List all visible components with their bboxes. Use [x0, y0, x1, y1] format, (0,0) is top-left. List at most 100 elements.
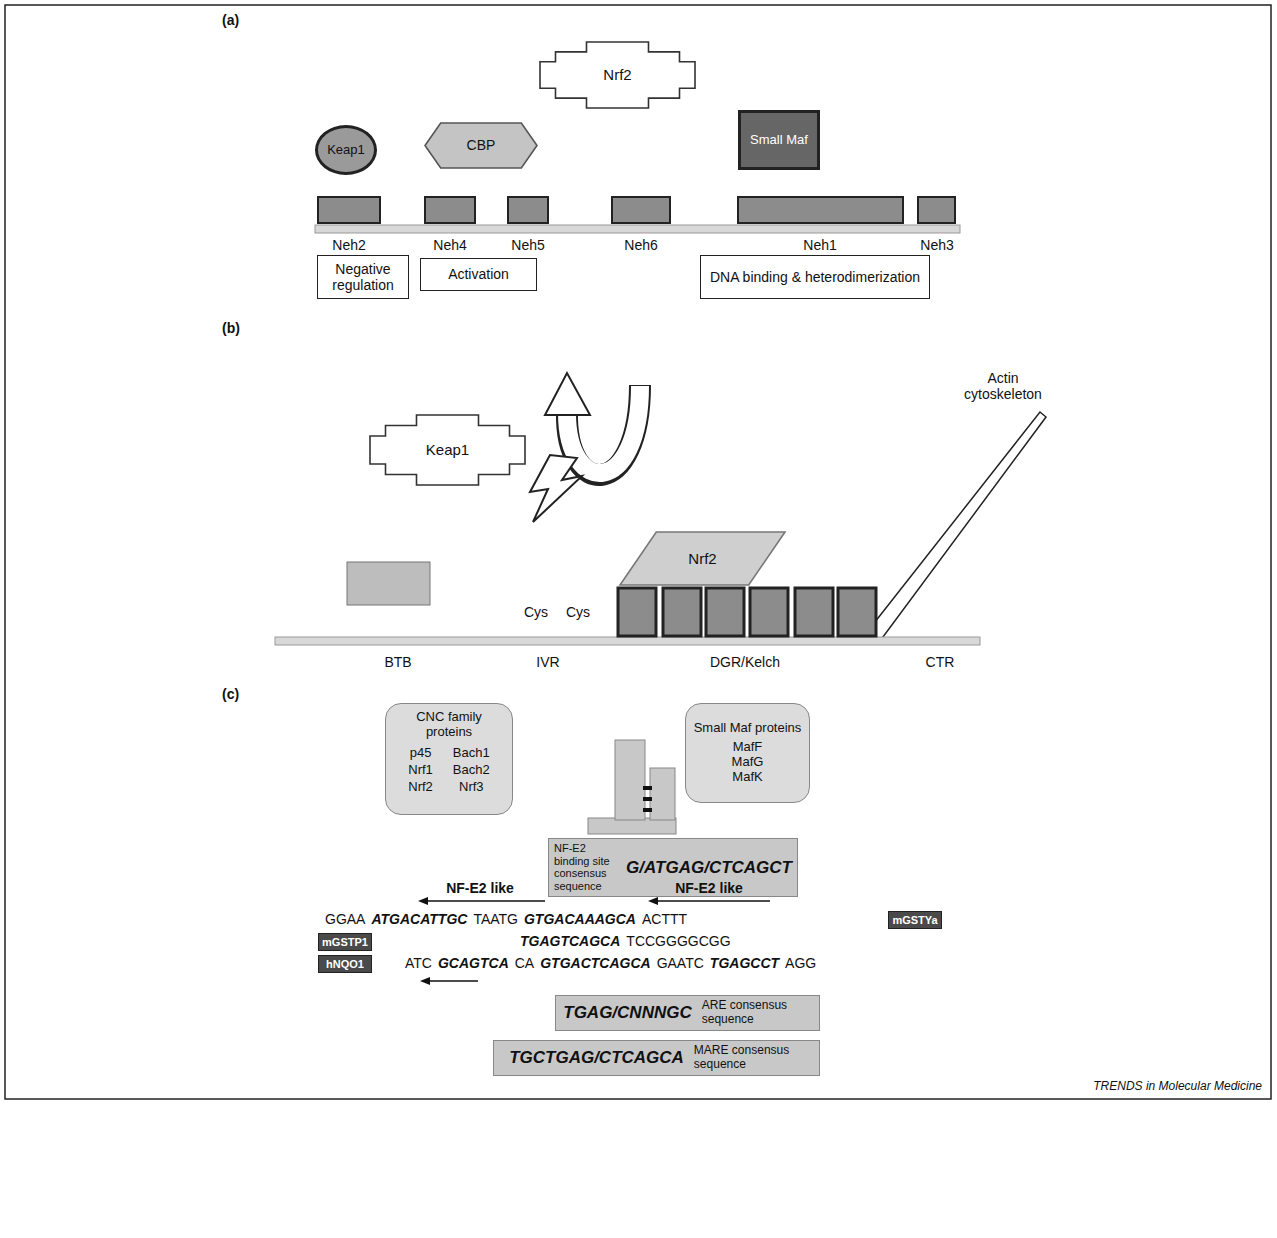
- sequence-run: TAATG: [473, 910, 518, 928]
- domain-block: [425, 197, 475, 223]
- sequence-row: TGAGTCAGCA TCCGGGGCGG: [520, 932, 731, 950]
- node-body: CBP: [425, 123, 537, 168]
- node-text: G/ATGAG/CTCAGCT: [626, 858, 792, 878]
- protein-outline-path: [370, 415, 525, 485]
- node-body: NF-E2 binding site consensus sequence G/A…: [549, 839, 797, 896]
- dimer-bar: [615, 740, 645, 820]
- protein-outline: Nrf2: [540, 42, 695, 108]
- structure-label: Actin cytoskeleton: [953, 370, 1053, 402]
- node-text: MafK: [732, 770, 762, 785]
- domain-label: Neh3: [920, 237, 953, 253]
- protein-backbone: [315, 225, 960, 233]
- node-text: mGSTYa: [892, 914, 937, 927]
- sequence-run: ACTTT: [642, 910, 687, 928]
- consensus-box: TGCTGAG/CTCAGCAMARE consensus sequence: [493, 1040, 820, 1076]
- domain-label: Neh1: [803, 237, 836, 253]
- oxidant-bolt: [530, 455, 582, 522]
- journal-credit: TRENDS in Molecular Medicine: [1093, 1078, 1262, 1094]
- kelch-repeat: [618, 588, 656, 636]
- residue-label: Cys: [566, 604, 590, 620]
- node-body: TGCTGAG/CTCAGCAMARE consensus sequence: [494, 1041, 819, 1075]
- cbp-hexagon-path: [425, 123, 537, 168]
- node-body: Negative regulation: [318, 256, 408, 298]
- node-text: ARE consensus sequence: [702, 999, 812, 1027]
- node-text: Nrf1: [408, 763, 433, 778]
- nrf2-parallelogram-path: [620, 532, 785, 585]
- domain-label: Neh5: [511, 237, 544, 253]
- sequence-row: ATCGCAGTCACAGTGACTCAGCAGAATCTGAGCCTAGG: [405, 954, 816, 972]
- gene-tag: mGSTYa: [888, 911, 942, 929]
- element-label: NF-E2 like: [446, 880, 514, 896]
- protein-family-box: Small Maf proteinsMafFMafGMafK: [685, 703, 810, 803]
- node-body: TGAG/CNNNGC ARE consensus sequence: [556, 996, 819, 1030]
- node-text: p45: [408, 746, 433, 761]
- sequence-run: GTGACTCAGCA: [540, 954, 650, 972]
- node-text: DNA binding & heterodimerization: [710, 269, 920, 285]
- release-arrowhead: [545, 373, 590, 415]
- domain-label: CTR: [926, 654, 955, 670]
- panel-letter: (c): [222, 686, 239, 702]
- direction-arrow: [428, 980, 478, 982]
- node-text: Nrf2: [603, 66, 631, 83]
- node-text: Negative regulation: [323, 261, 403, 293]
- actin-filament: [860, 412, 1046, 641]
- sequence-run: GAATC: [657, 954, 704, 972]
- sequence-run: ATC: [405, 954, 432, 972]
- element-label: NF-E2 like: [675, 880, 743, 896]
- panel-letter: (b): [222, 320, 240, 336]
- kelch-repeat: [795, 588, 833, 636]
- domain-block: [318, 197, 380, 223]
- domain-label: DGR/Kelch: [710, 654, 780, 670]
- sequence-run: GGAA: [325, 910, 365, 928]
- node-text: Bach1: [453, 746, 490, 761]
- domain-label: IVR: [536, 654, 559, 670]
- zipper-link: [643, 808, 652, 812]
- node-text: NF-E2 binding site consensus sequence: [554, 842, 616, 893]
- consensus-box: NF-E2 binding site consensus sequence G/A…: [548, 838, 798, 897]
- figure-frame: [5, 5, 1271, 1099]
- sequence-run: TCCGGGGCGG: [626, 932, 730, 950]
- panel-letter: (a): [222, 12, 239, 28]
- direction-arrow: [656, 900, 770, 902]
- protein-outline-path: [540, 42, 695, 108]
- dimer-bar: [650, 768, 675, 820]
- node-body: Activation: [421, 259, 536, 290]
- arrowhead: [648, 897, 658, 905]
- nrf2-parallelogram: Nrf2: [620, 532, 785, 585]
- small-maf-box: Small Maf: [738, 110, 820, 170]
- node-text: Keap1: [426, 441, 469, 458]
- node-text: Small Maf proteins: [694, 721, 802, 736]
- domain-block: [918, 197, 955, 223]
- consensus-box: TGAG/CNNNGC ARE consensus sequence: [555, 995, 820, 1031]
- node-text: CBP: [467, 137, 496, 153]
- node-text: MafF: [733, 740, 763, 755]
- node-body: DNA binding & heterodimerization: [701, 256, 929, 298]
- node-body: hNQO1: [319, 956, 371, 972]
- node-body: Nrf2: [540, 42, 695, 108]
- node-text: Keap1: [327, 143, 365, 158]
- gene-tag: hNQO1: [318, 955, 372, 973]
- node-text: TGCTGAG/CTCAGCA: [509, 1048, 684, 1068]
- sequence-run: CA: [515, 954, 534, 972]
- node-body: Keap1: [318, 128, 374, 172]
- sequence-run: GTGACAAAGCA: [524, 910, 636, 928]
- node-text: TGAG/CNNNGC: [563, 1003, 691, 1023]
- node-body: Nrf2: [620, 532, 785, 585]
- sequence-run: AGG: [785, 954, 816, 972]
- cbp-hexagon: CBP: [425, 123, 537, 168]
- gene-tag: mGSTP1: [318, 933, 372, 951]
- node-text: Nrf2: [408, 780, 433, 795]
- node-body: mGSTYa: [889, 912, 941, 928]
- domain-label: Neh4: [433, 237, 466, 253]
- node-text: MafG: [732, 755, 764, 770]
- protein-family-box: CNC family proteinsp45Bach1Nrf1Bach2Nrf2…: [385, 703, 513, 815]
- node-text: hNQO1: [326, 958, 364, 971]
- node-body: Small Maf proteinsMafFMafGMafK: [686, 704, 809, 802]
- node-text: Small Maf: [750, 133, 808, 148]
- domain-block: [612, 197, 670, 223]
- kelch-repeat: [706, 588, 744, 636]
- domain-label: BTB: [384, 654, 411, 670]
- sequence-run: TGAGTCAGCA: [520, 932, 620, 950]
- node-text: Nrf2: [688, 550, 716, 567]
- node-body: CNC family proteinsp45Bach1Nrf1Bach2Nrf2…: [386, 704, 512, 814]
